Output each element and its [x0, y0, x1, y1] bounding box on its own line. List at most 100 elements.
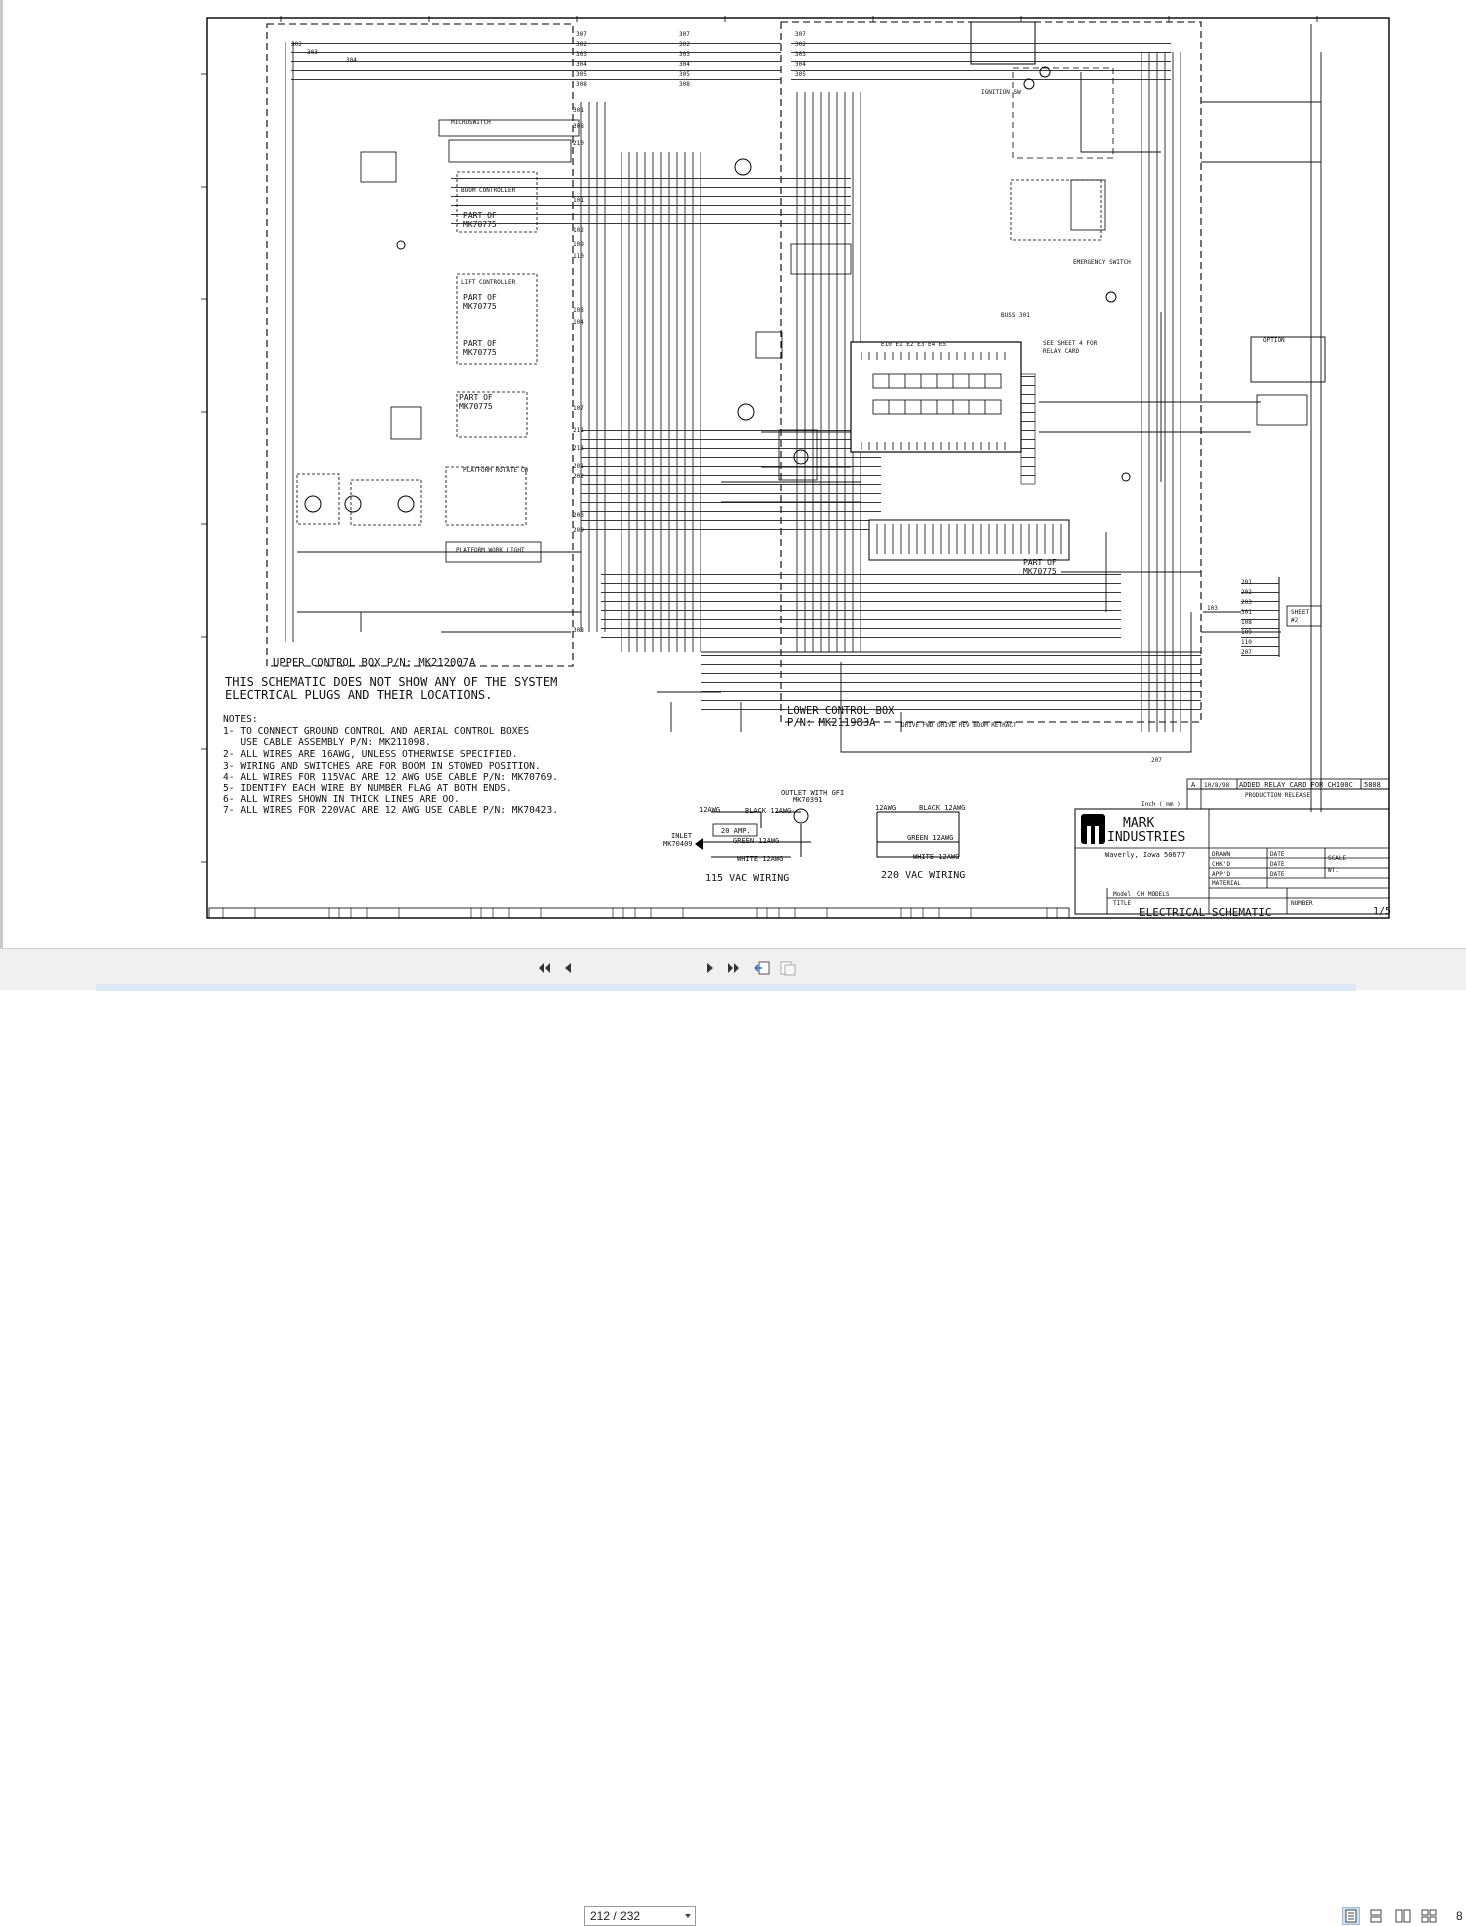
svg-text:107: 107: [573, 405, 584, 412]
continuous-view-button[interactable]: [1367, 1907, 1385, 1925]
inlet-pn: MK70409: [663, 840, 693, 848]
page-forward-icon: [780, 961, 796, 976]
navigate-forward-button[interactable]: [778, 958, 798, 978]
note-6: 6- ALL WIRES SHOWN IN THICK LINES ARE OO…: [223, 794, 460, 805]
zoom-level-partial[interactable]: 8: [1456, 1909, 1463, 1923]
svg-text:203: 203: [573, 512, 584, 519]
svg-text:PLATFORM WORK LIGHT: PLATFORM WORK LIGHT: [456, 547, 525, 554]
svg-text:OPTION: OPTION: [1263, 337, 1285, 344]
single-page-view-button[interactable]: [1342, 1907, 1360, 1925]
svg-text:301: 301: [1241, 609, 1252, 616]
svg-text:301: 301: [573, 107, 584, 114]
note-2: 2- ALL WIRES ARE 16AWG, UNLESS OTHERWISE…: [223, 749, 518, 760]
green-wire-label: GREEN 12AWG: [907, 834, 953, 842]
sheet-number: 1/5: [1373, 906, 1391, 917]
company-city: Waverly, Iowa 50677: [1105, 851, 1185, 859]
svg-text:304: 304: [795, 61, 806, 68]
svg-text:305: 305: [795, 71, 806, 78]
svg-text:E10 E1 E2 E3 E4 E5: E10 E1 E2 E3 E4 E5: [881, 341, 946, 348]
svg-text:109: 109: [1241, 629, 1252, 636]
part-of-label: PART OF: [463, 293, 497, 302]
part-of-label: PART OF: [463, 339, 497, 348]
svg-text:110: 110: [573, 253, 584, 260]
title-block: A 10/8/98 ADDED RELAY CARD FOR CH100C 58…: [1074, 778, 1391, 919]
note-1b: USE CABLE ASSEMBLY P/N: MK211098.: [223, 737, 431, 748]
number-label: NUMBER: [1291, 900, 1313, 907]
disclaimer-line-2: ELECTRICAL PLUGS AND THEIR LOCATIONS.: [225, 688, 492, 702]
svg-text:202: 202: [1241, 589, 1252, 596]
svg-text:103: 103: [1207, 605, 1218, 612]
wire-gauge-label: 12AWG: [699, 806, 720, 814]
see-sheet-note: SEE SHEET 4 FOR: [1043, 340, 1098, 347]
first-page-icon: [539, 963, 550, 973]
drawing-title: ELECTRICAL SCHEMATIC: [1139, 906, 1271, 919]
svg-text:207: 207: [1241, 649, 1252, 656]
units-label: Inch ( mm ): [1141, 801, 1181, 808]
navigate-back-button[interactable]: [752, 958, 772, 978]
svg-text:108: 108: [1241, 619, 1252, 626]
svg-text:213: 213: [573, 445, 584, 452]
disclaimer-line-1: THIS SCHEMATIC DOES NOT SHOW ANY OF THE …: [225, 675, 557, 689]
svg-text:103: 103: [573, 307, 584, 314]
buss-label: BUSS 301: [1001, 312, 1030, 319]
date-label: DATE: [1270, 861, 1285, 868]
part-of-label: PART OF: [1023, 558, 1057, 567]
svg-text:303: 303: [679, 51, 690, 58]
svg-text:303: 303: [795, 51, 806, 58]
part-of-label: PART OF: [459, 393, 493, 402]
model-label: Model: [1113, 891, 1131, 898]
svg-text:MICROSWITCH: MICROSWITCH: [451, 119, 491, 126]
part-of-label: PART OF: [463, 211, 497, 220]
svg-text:201: 201: [1241, 579, 1252, 586]
svg-text:302: 302: [291, 41, 302, 48]
facing-continuous-icon: [1421, 1909, 1437, 1923]
see-sheet-note-2: RELAY CARD: [1043, 348, 1080, 355]
checked-label: CHK'D: [1212, 861, 1230, 868]
toolbar-highlight-strip: [96, 984, 1356, 991]
date-label: DATE: [1270, 871, 1285, 878]
svg-text:304: 304: [576, 61, 587, 68]
note-7: 7- ALL WIRES FOR 220VAC ARE 12 AWG USE C…: [223, 805, 558, 816]
upper-control-box-label: UPPER CONTROL BOX P/N: MK212007A: [273, 657, 476, 669]
parts-list-strip: [208, 907, 1070, 919]
green-wire-label: GREEN 12AWG: [733, 837, 779, 845]
release-status: PRODUCTION RELEASE: [1245, 792, 1310, 799]
last-page-button[interactable]: [724, 958, 744, 978]
svg-text:PLATFORM ROTATE CW: PLATFORM ROTATE CW: [463, 467, 528, 474]
viewer-toolbar: 212 / 232: [0, 948, 1466, 1926]
facing-continuous-view-button[interactable]: [1420, 1907, 1438, 1925]
svg-text:BOOM CONTROLLER: BOOM CONTROLLER: [461, 187, 516, 194]
part-of-pn: MK70775: [459, 402, 493, 411]
material-label: MATERIAL: [1212, 880, 1241, 887]
page-back-icon: [754, 961, 770, 975]
single-page-icon: [1345, 1909, 1357, 1923]
wire-gauge-label: 12AWG: [875, 804, 896, 812]
scale-label: SCALE: [1328, 855, 1346, 862]
page-number-value: 212 / 232: [590, 1909, 641, 1923]
note-1: 1- TO CONNECT GROUND CONTROL AND AERIAL …: [223, 726, 529, 737]
page-number-select[interactable]: 212 / 232: [584, 1906, 696, 1926]
svg-text:110: 110: [1241, 639, 1252, 646]
sheet-ref: SHEET: [1291, 609, 1309, 616]
part-of-pn: MK70775: [463, 302, 497, 311]
lower-control-box-pn: P/N: MK211983A: [787, 717, 876, 729]
svg-text:201: 201: [573, 463, 584, 470]
svg-text:211: 211: [573, 427, 584, 434]
svg-text:307: 307: [679, 31, 690, 38]
inlet-label: INLET: [671, 832, 693, 840]
first-page-button[interactable]: [534, 958, 554, 978]
svg-text:302: 302: [795, 41, 806, 48]
next-page-button[interactable]: [700, 958, 720, 978]
svg-text:102: 102: [573, 227, 584, 234]
svg-text:308: 308: [573, 123, 584, 130]
svg-text:304: 304: [346, 57, 357, 64]
wiring-220-title: 220 VAC WIRING: [881, 870, 965, 881]
previous-page-button[interactable]: [558, 958, 578, 978]
svg-text:302: 302: [679, 41, 690, 48]
ecn-number: 5808: [1364, 781, 1381, 789]
facing-view-button[interactable]: [1394, 1907, 1412, 1925]
svg-text:DRIVE FWD DRIVE REV BOOM RET: DRIVE FWD DRIVE REV BOOM RETRACT: [901, 722, 1017, 729]
note-5: 5- IDENTIFY EACH WIRE BY NUMBER FLAG AT …: [223, 783, 512, 794]
